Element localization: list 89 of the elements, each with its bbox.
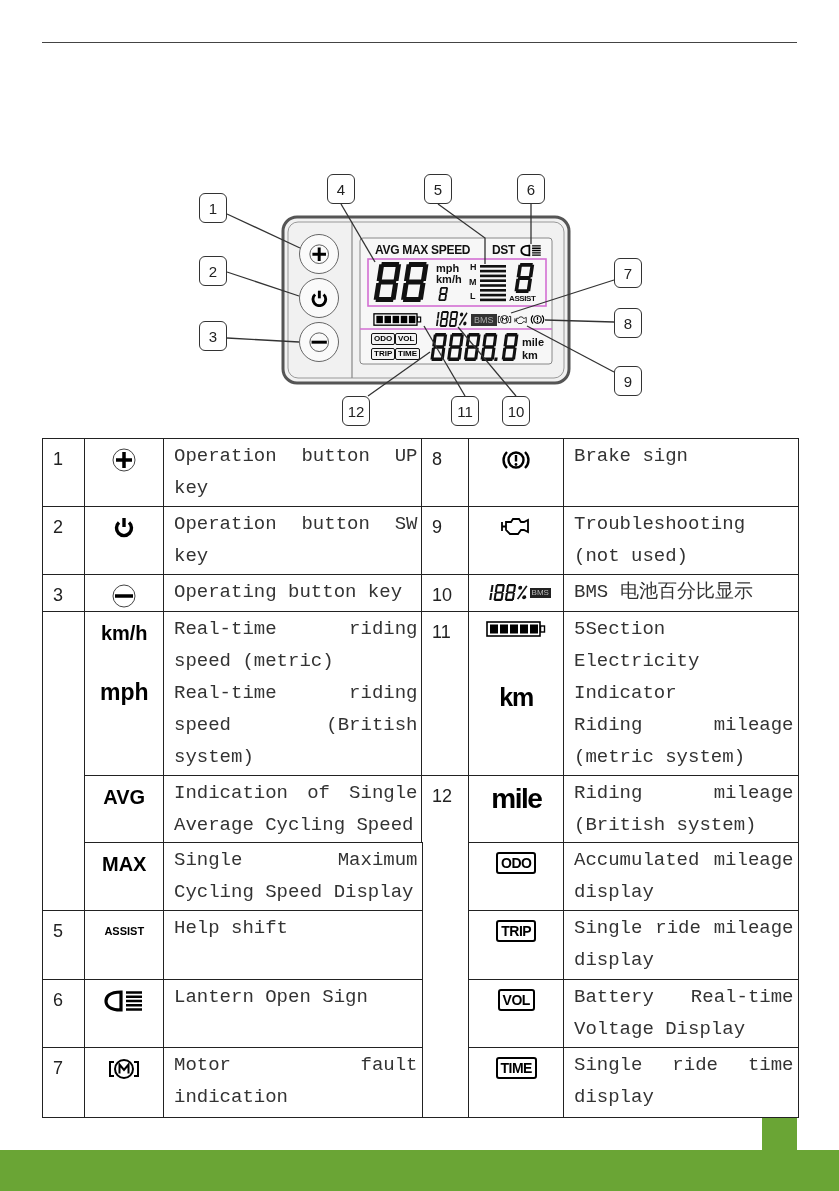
headlight-icon [520,244,542,257]
leader-line [457,326,517,397]
row-number: 8 [432,448,443,471]
callout-number: 12 [342,396,370,426]
level-letter: L [470,292,476,301]
callout-number: 9 [614,366,642,396]
unit-symbol: MAX [102,852,147,876]
callout-number: 3 [199,321,227,351]
description: Troubleshooting (not used) [574,512,747,569]
leader-line [226,271,300,297]
mode-tag: VOL [395,333,418,345]
bms-tag: BMS [529,587,551,598]
mode-tag: ODO [371,333,396,345]
callout-number: 7 [614,258,642,288]
description: Battery Real-time Voltage Display [574,985,794,1042]
description: Motor fault indication [174,1053,418,1110]
row-number: 9 [432,516,443,539]
description: Riding mileage (British system) [574,781,794,838]
engine-icon [514,314,528,326]
callout-number: 11 [451,396,479,426]
mode-tag: ODO [496,852,537,874]
mode-label: AVG MAX SPEED [375,244,471,256]
leader-line [340,203,376,263]
unit-symbol: mile [491,783,542,815]
motor-icon [497,313,512,326]
description: Riding mileage (metric system) [574,713,794,770]
callout-number: 10 [502,396,530,426]
description: Operation button SW key [174,512,418,569]
unit-label: km [522,350,538,361]
leader-line [530,203,532,245]
brake-icon [530,313,545,326]
description: Operation button UP key [174,444,418,501]
leader-line [437,203,486,265]
mode-tag: TRIP [496,920,537,942]
callout-number: 8 [614,308,642,338]
unit-symbol: AVG [103,785,146,809]
level-letter: M [469,278,477,287]
row-number: 12 [432,785,454,808]
leader-line [544,319,615,323]
odometer-digits [430,333,520,361]
description: Single ride time display [574,1053,794,1110]
callout-number: 4 [327,174,355,204]
unit-symbol: km [499,683,534,712]
row-number: 11 [432,621,452,644]
description: Indication of Single Average Cycling Speed [174,781,418,838]
row-number: 2 [53,516,64,539]
row-number: 3 [53,584,64,607]
description: Operating button key [174,580,404,605]
leader-line [226,213,301,249]
description: Help shift [174,916,290,941]
level-letter: H [470,263,477,272]
unit-label: mph [436,263,460,274]
callout-number: 5 [424,174,452,204]
speed-digits [373,262,431,302]
row-number: 10 [432,584,454,607]
unit-symbol: km/h [100,621,148,645]
row-number: 5 [53,920,64,943]
description: Accumulated mileage display [574,848,794,905]
description: Single Maximum Cycling Speed Display [174,848,418,905]
description: Real-time riding speed (British system) [174,681,418,770]
row-number: 6 [53,989,64,1012]
unit-symbol: ASSIST [104,924,145,939]
unit-symbol: mph [99,679,149,706]
description: Brake sign [574,444,690,469]
description: Lantern Open Sign [174,985,369,1010]
leader-line [526,325,615,373]
description: Single ride mileage display [574,916,794,973]
mode-tag: TRIP [371,348,396,360]
leader-line [367,351,431,397]
description: BMS 电池百分比显示 [574,580,754,605]
unit-label: km/h [436,274,462,285]
mode-tag: TIME [395,348,421,360]
leader-line [510,279,615,314]
row-number: 1 [53,448,64,471]
description: Real-time riding speed (metric) [174,617,418,674]
callout-number: 6 [517,174,545,204]
assist-label: ASSIST [509,295,536,303]
mode-tag: VOL [497,989,535,1011]
callout-number: 1 [199,193,227,223]
assist-level-bars [480,264,506,302]
leader-line [226,337,300,343]
bms-tag: BMS [471,314,497,326]
leader-line [423,325,466,397]
row-number: 7 [53,1057,64,1080]
mode-label: DST [492,244,516,256]
callout-number: 2 [199,256,227,286]
mode-tag: TIME [495,1057,537,1079]
description: 5Section Electricity Indicator [574,617,701,706]
unit-label: mile [522,337,544,348]
